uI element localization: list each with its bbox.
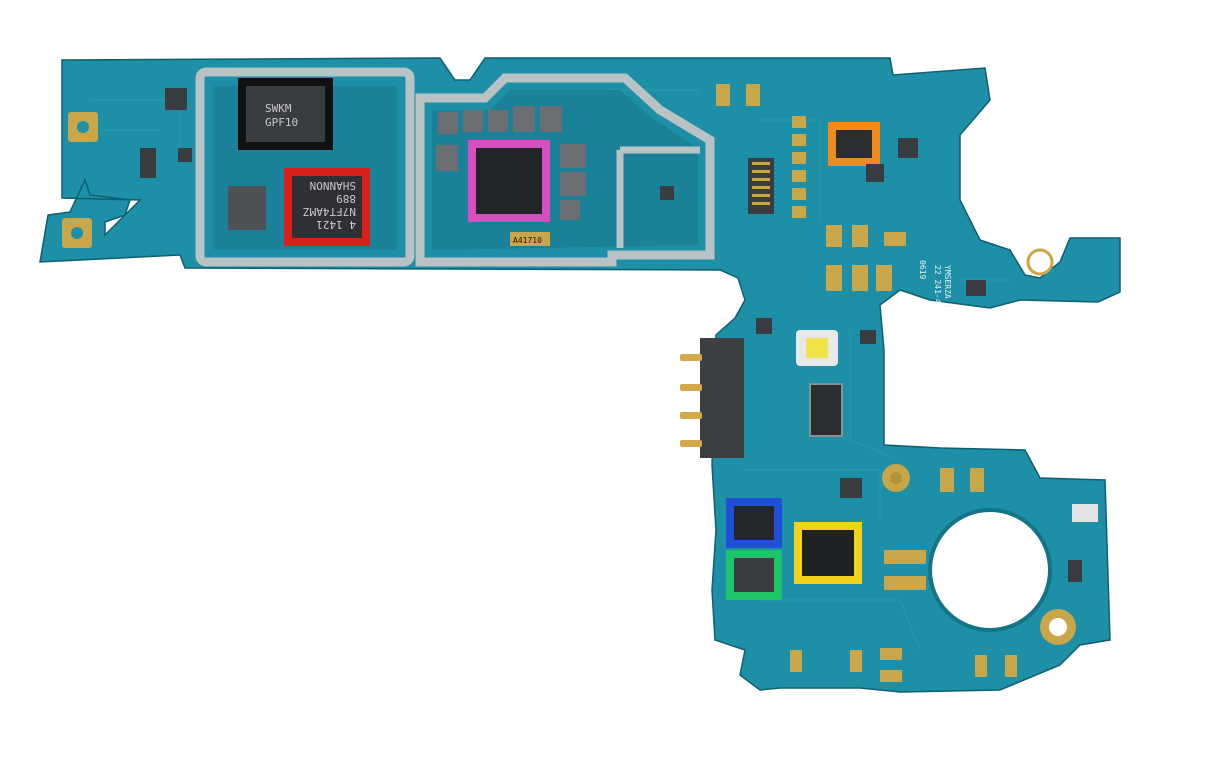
chip-small-label-text: A41710 [513, 236, 542, 245]
chip-red-line2: 889 [336, 192, 356, 205]
chip-red-line3: N7FT4AMZ [303, 205, 356, 218]
gold-component-grid [826, 225, 906, 291]
battery-connector [700, 338, 744, 458]
camera-cutout [928, 508, 1052, 632]
mount-hole-right [1026, 248, 1054, 276]
silk-rev: YMSERZA 1 [943, 265, 952, 309]
chip-small-grey [228, 186, 266, 230]
chip-black-line2: GPF10 [265, 116, 298, 129]
sensor-module [809, 383, 843, 437]
shield-can-center [415, 73, 715, 267]
silk-date: 22 241-4 [933, 265, 942, 304]
smd-components [140, 88, 1082, 582]
inductor-array [436, 106, 586, 220]
chip-black-line1: SWKM [265, 102, 292, 115]
chip-red-line1: SHANNON [310, 179, 356, 192]
right-small-component [1072, 504, 1098, 522]
shield-can-left [195, 67, 415, 267]
chip-small-label [510, 232, 550, 246]
bottom-gold-components [790, 468, 1017, 682]
contact-pads [716, 84, 806, 218]
battery-pins [680, 354, 702, 447]
chip-red-line4: 4 1421 [316, 218, 356, 231]
silk-board-code: 0619 [918, 260, 927, 279]
